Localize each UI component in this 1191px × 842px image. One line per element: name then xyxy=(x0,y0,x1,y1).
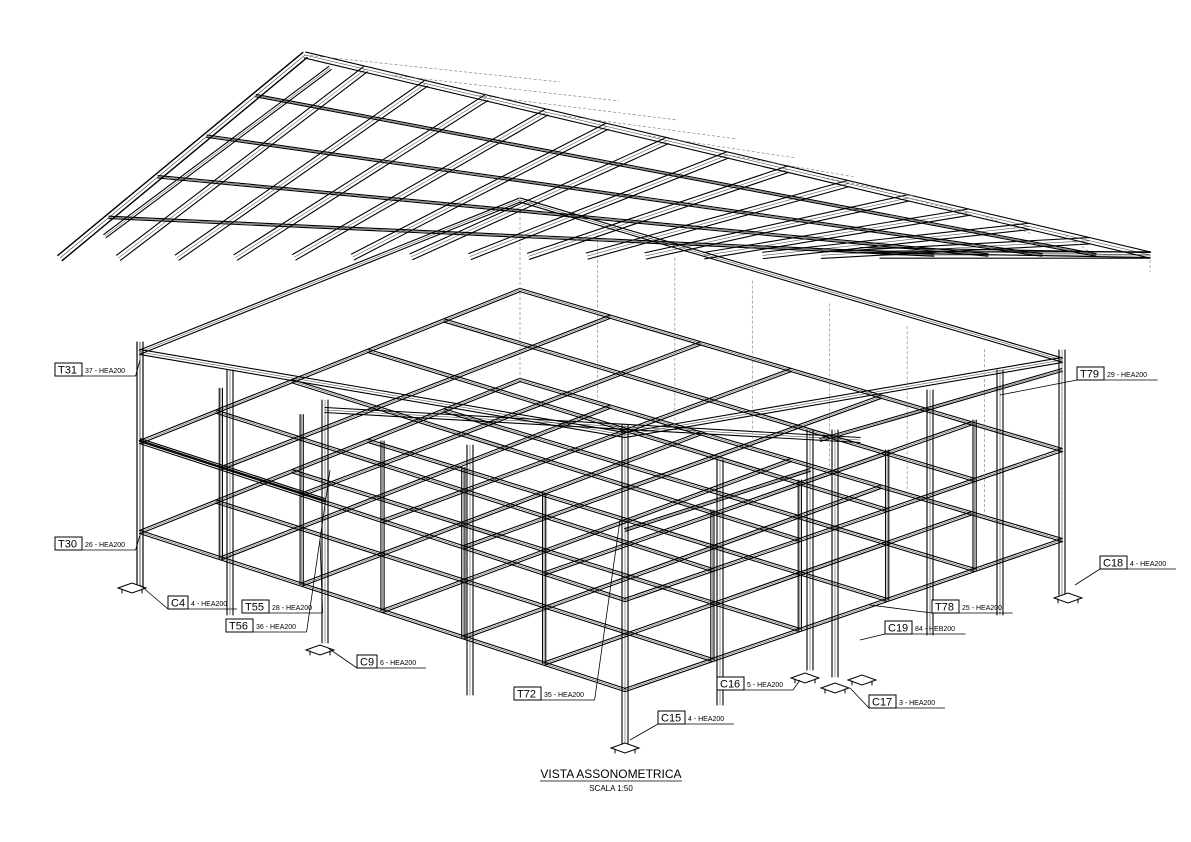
drawing-title: VISTA ASSONOMETRICA xyxy=(540,767,681,781)
member-label-c18: C18 4 - HEA200 xyxy=(1074,555,1176,586)
member-profile: 26 - HEA200 xyxy=(85,542,125,549)
member-code: C17 xyxy=(872,697,892,709)
member-code: C19 xyxy=(888,623,908,635)
member-label-c15: C15 4 - HEA200 xyxy=(629,710,734,741)
member-label-t78: T78 25 - HEA200 xyxy=(869,599,1013,614)
member-label-t31: T31 37 - HEA200 xyxy=(54,359,141,377)
member-code: T78 xyxy=(935,602,954,614)
member-label-c19: C19 84 - HEB200 xyxy=(859,620,966,641)
member-profile: 3 - HEA200 xyxy=(899,700,935,707)
member-code: T55 xyxy=(245,602,264,614)
member-code: T56 xyxy=(229,621,248,633)
member-code: C16 xyxy=(720,679,740,691)
member-code: C9 xyxy=(360,657,374,669)
member-code: T72 xyxy=(517,689,536,701)
drawing-scale: SCALA 1:50 xyxy=(589,784,633,793)
member-profile: 6 - HEA200 xyxy=(380,660,416,667)
steel-frame-structure xyxy=(57,51,1152,754)
member-code: T79 xyxy=(1080,369,1099,381)
member-profile: 5 - HEA200 xyxy=(747,682,783,689)
member-label-t79: T79 29 - HEA200 xyxy=(999,366,1158,396)
member-profile: 4 - HEA200 xyxy=(1130,561,1166,568)
member-profile: 36 - HEA200 xyxy=(256,624,296,631)
member-label-c9: C9 6 - HEA200 xyxy=(327,647,426,669)
member-label-c16: C16 5 - HEA200 xyxy=(716,676,801,691)
member-profile: 84 - HEB200 xyxy=(915,626,955,633)
member-profile: 35 - HEA200 xyxy=(544,692,584,699)
member-profile: 37 - HEA200 xyxy=(85,368,125,375)
member-label-c4: C4 4 - HEA200 xyxy=(139,584,237,610)
member-profile: 4 - HEA200 xyxy=(191,601,227,608)
member-code: C4 xyxy=(171,598,185,610)
member-label-t56: T56 36 - HEA200 xyxy=(225,469,331,633)
member-profile: 4 - HEA200 xyxy=(688,716,724,723)
member-code: T30 xyxy=(58,539,77,551)
member-profile: 28 - HEA200 xyxy=(272,605,312,612)
member-profile: 29 - HEA200 xyxy=(1107,372,1147,379)
member-label-t30: T30 26 - HEA200 xyxy=(54,534,141,551)
drawing-title-block: VISTA ASSONOMETRICA SCALA 1:50 xyxy=(540,767,682,793)
member-code: T31 xyxy=(58,365,77,377)
member-label-c17: C17 3 - HEA200 xyxy=(849,687,945,709)
member-code: C18 xyxy=(1103,558,1123,570)
member-label-t55: T55 28 - HEA200 xyxy=(241,539,323,614)
member-profile: 25 - HEA200 xyxy=(962,605,1002,612)
member-label-t72: T72 35 - HEA200 xyxy=(513,519,621,701)
member-code: C15 xyxy=(661,713,681,725)
